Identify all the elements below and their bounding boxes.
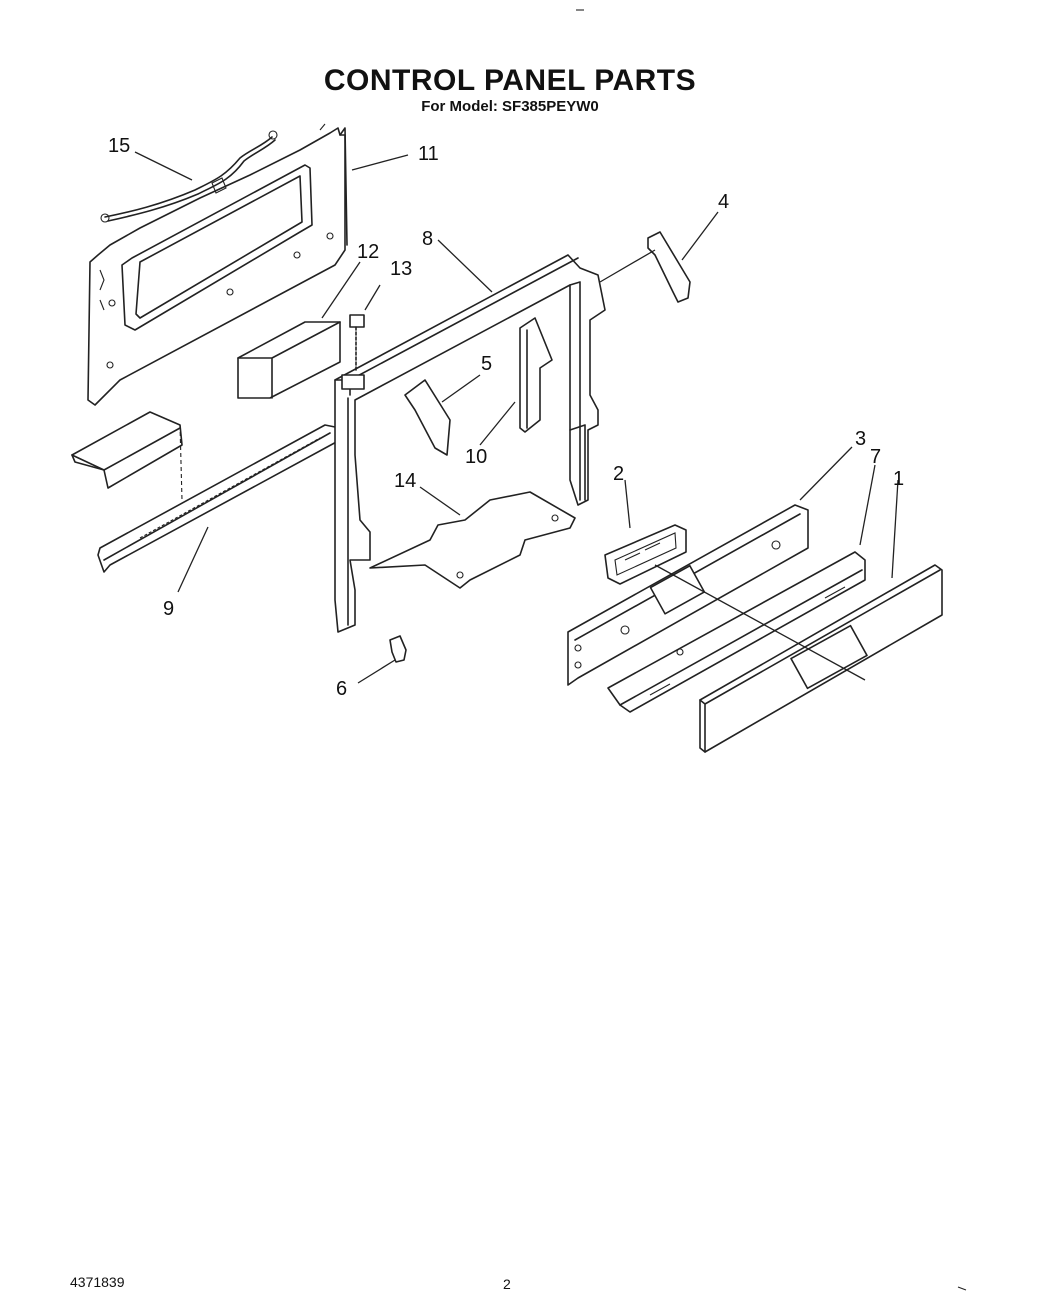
callout-11: 11: [418, 143, 439, 165]
part-11-rear-panel: [87, 123, 348, 406]
callout-4: 4: [718, 191, 729, 213]
part-2-display-board: [604, 524, 687, 585]
part-3-control-bracket: [567, 504, 809, 686]
callout-8: 8: [422, 228, 433, 250]
part-14-shield: [369, 491, 576, 589]
callout-2: 2: [613, 463, 624, 485]
leader-lines: [134, 151, 899, 684]
callout-15: 15: [108, 135, 130, 157]
part-13-switch: [349, 314, 365, 373]
callout-7: 7: [870, 446, 881, 468]
scan-mark: [957, 1286, 967, 1291]
part-5-foam-block: [404, 379, 451, 456]
document-number: 4371839: [70, 1274, 125, 1290]
callout-6: 6: [336, 678, 347, 700]
part-15-wire-harness: [100, 130, 278, 223]
callout-10: 10: [465, 446, 487, 468]
part-8-frame: [334, 254, 606, 633]
callout-9: 9: [163, 598, 174, 620]
part-12-insulation: [237, 321, 341, 399]
callout-1: 1: [893, 468, 904, 490]
callout-13: 13: [390, 258, 412, 280]
part-10-bracket: [519, 317, 553, 433]
part-9-vent-strip: [71, 411, 341, 573]
part-6-clip: [389, 635, 407, 663]
callout-14: 14: [394, 470, 416, 492]
callout-labels: 15 11 12 13 8 4 5 10 14 2 3 7 1 9 6: [108, 135, 904, 700]
callout-12: 12: [357, 241, 379, 263]
part-7-support-rail: [607, 551, 866, 713]
page-number: 2: [503, 1276, 511, 1292]
callout-5: 5: [481, 353, 492, 375]
callout-3: 3: [855, 428, 866, 450]
page-title: CONTROL PANEL PARTS: [323, 64, 697, 97]
model-subtitle: For Model: SF385PEYW0: [421, 98, 599, 115]
part-1-front-panel: [654, 564, 943, 753]
part-4-end-cap: [599, 231, 691, 303]
